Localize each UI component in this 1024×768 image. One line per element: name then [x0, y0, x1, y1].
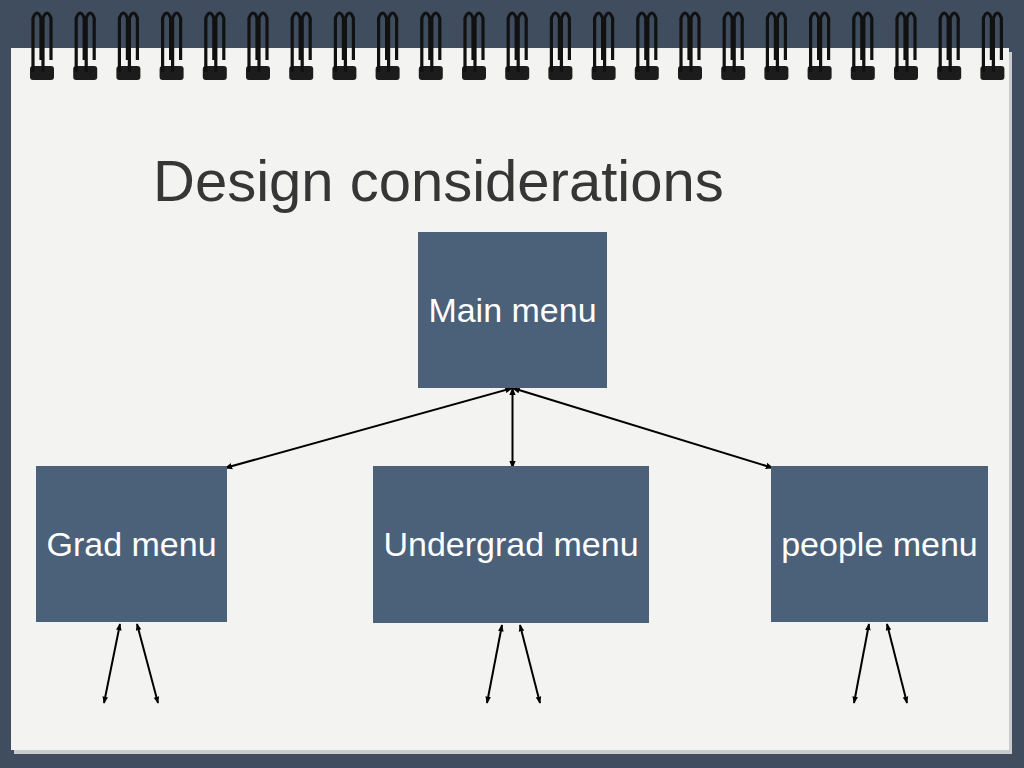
spiral-ring	[864, 13, 872, 72]
box-label: Undergrad menu	[383, 520, 638, 568]
spiral-binding	[30, 13, 1004, 80]
spiral-ring	[249, 13, 257, 72]
spiral-ring	[950, 13, 958, 72]
spiral-ring	[465, 13, 473, 72]
spiral-ring	[422, 13, 430, 72]
menu-box: people menu	[771, 466, 988, 622]
box-label: people menu	[781, 520, 978, 568]
menu-box: Undergrad menu	[373, 466, 649, 623]
spiral-ring	[940, 13, 948, 72]
spiral-ring	[724, 13, 732, 72]
spiral-ring	[508, 13, 516, 72]
spiral-ring	[854, 13, 862, 72]
page	[11, 48, 1009, 750]
spiral-ring	[691, 13, 699, 72]
box-label: Grad menu	[46, 520, 216, 568]
spiral-ring	[638, 13, 646, 72]
spiral-ring	[379, 13, 387, 72]
spiral-ring	[551, 13, 559, 72]
slide-title: Design considerations	[153, 146, 724, 216]
spiral-ring	[173, 13, 181, 72]
spiral-ring	[561, 13, 569, 72]
box-label: Main menu	[428, 286, 596, 334]
spiral-ring	[681, 13, 689, 72]
menu-link	[513, 388, 774, 468]
spiral-ring	[475, 13, 483, 72]
spiral-ring	[605, 13, 613, 72]
spiral-ring	[734, 13, 742, 72]
spiral-ring	[345, 13, 353, 72]
spiral-ring	[821, 13, 829, 72]
dangling-arrows	[104, 624, 907, 703]
spiral-ring	[119, 13, 127, 72]
spiral-ring	[648, 13, 656, 72]
menu-link	[512, 388, 514, 468]
menu-box: Grad menu	[36, 466, 227, 622]
spiral-ring	[259, 13, 267, 72]
spiral-ring	[86, 13, 94, 72]
spiral-ring	[767, 13, 775, 72]
spiral-ring	[76, 13, 84, 72]
spiral-ring	[163, 13, 171, 72]
spiral-ring	[206, 13, 214, 72]
spiral-ring	[518, 13, 526, 72]
spiral-ring	[897, 13, 905, 72]
spiral-ring	[302, 13, 310, 72]
spiral-ring	[595, 13, 603, 72]
spiral-ring	[292, 13, 300, 72]
spiral-ring	[983, 13, 991, 72]
spiral-ring	[993, 13, 1001, 72]
spiral-ring	[33, 13, 41, 72]
spiral-ring	[216, 13, 224, 72]
spiral-ring	[43, 13, 51, 72]
spiral-ring	[777, 13, 785, 72]
spiral-ring	[811, 13, 819, 72]
menu-box: Main menu	[418, 232, 607, 388]
spiral-ring	[907, 13, 915, 72]
spiral-ring	[432, 13, 440, 72]
menu-link	[225, 388, 513, 468]
spiral-ring	[389, 13, 397, 72]
spiral-ring	[335, 13, 343, 72]
spiral-ring	[129, 13, 137, 72]
